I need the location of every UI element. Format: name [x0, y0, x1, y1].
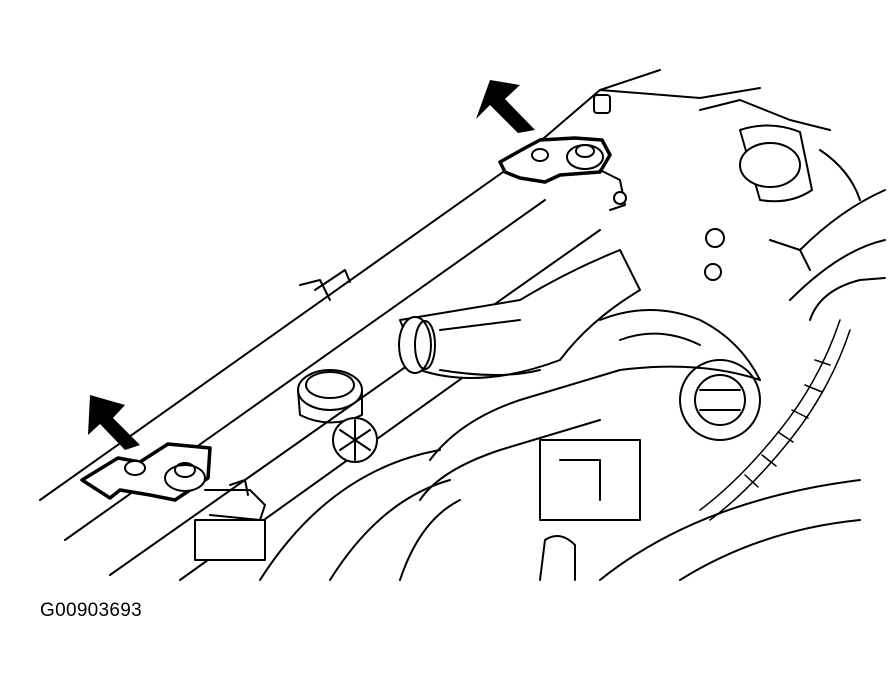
- figure-identifier: G00903693: [40, 600, 143, 621]
- intake-hose: [398, 249, 641, 379]
- right-side-components: [704, 189, 886, 321]
- upper-bracket: [498, 136, 627, 211]
- wiring-harness: [699, 319, 851, 521]
- engine-bay-diagram: [39, 69, 886, 581]
- engine-block: [419, 309, 761, 521]
- radiator-cap: [297, 369, 378, 463]
- fan-shroud: [259, 449, 861, 581]
- lower-bracket: [80, 442, 266, 561]
- pointer-arrow-icon: [476, 80, 535, 133]
- reservoir-tank: [593, 94, 861, 203]
- pointer-arrow-icon: [88, 395, 140, 450]
